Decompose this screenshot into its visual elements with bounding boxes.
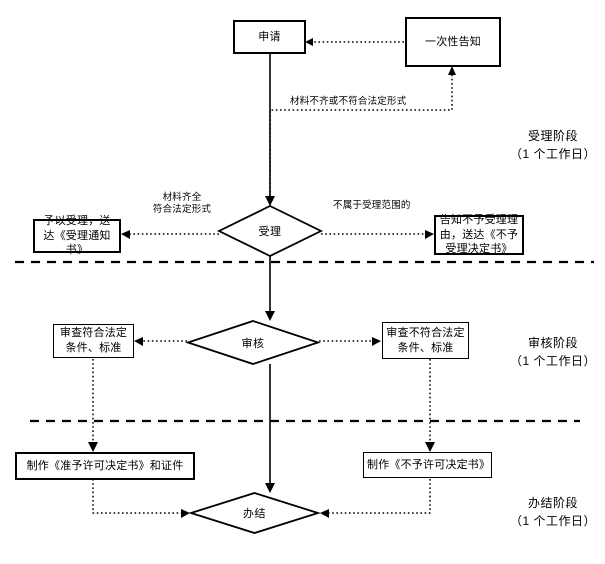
stage-review-duration: （1 个工作日） xyxy=(510,354,597,368)
arrowhead-accept-to-notice xyxy=(448,66,456,75)
node-make-permit-label: 制作《准予许可决定书》和证件 xyxy=(26,459,184,472)
arrowhead-accept-to-no xyxy=(425,230,434,239)
node-one-time-notice[interactable]: 一次性告知 xyxy=(405,17,501,67)
stage-finish-name: 办结阶段 xyxy=(528,496,579,510)
accept-diamond-shape xyxy=(216,204,324,258)
stage-caption-finish: 办结阶段 （1 个工作日） xyxy=(510,494,596,530)
node-one-time-notice-label: 一次性告知 xyxy=(425,35,481,48)
stage-review-name: 审核阶段 xyxy=(528,336,579,350)
stage-accept-duration: （1 个工作日） xyxy=(510,147,597,161)
node-make-reject-label: 制作《不予许可决定书》 xyxy=(367,458,491,471)
node-review-decision[interactable]: 审核 xyxy=(185,320,321,365)
node-accept-no[interactable]: 告知不予受理理由，送达《不予受理决定书》 xyxy=(434,213,524,256)
node-apply[interactable]: 申请 xyxy=(233,20,306,54)
edge-permit-to-finish xyxy=(92,479,183,514)
node-accept-yes[interactable]: 予以受理，送达《受理通知书》 xyxy=(33,215,121,256)
arrowhead-review-to-fail xyxy=(372,337,381,346)
stage-finish-duration: （1 个工作日） xyxy=(510,514,597,528)
stage-caption-review: 审核阶段 （1 个工作日） xyxy=(510,334,596,370)
edge-label-materials-complete: 材料齐全 符合法定形式 xyxy=(140,192,224,217)
node-make-permit[interactable]: 制作《准予许可决定书》和证件 xyxy=(15,452,195,480)
edge-reject-to-finish xyxy=(327,479,431,514)
node-review-fail-label: 审查不符合法定条件、标准 xyxy=(386,326,465,354)
arrowhead-fail-to-reject xyxy=(425,442,435,452)
arrowhead-permit-to-finish xyxy=(181,509,190,518)
edge-label-materials-incomplete: 材料不齐或不符合法定形式 xyxy=(290,96,407,107)
arrowhead-accept-to-yes xyxy=(121,230,130,239)
node-apply-label: 申请 xyxy=(258,30,281,43)
node-accept-yes-label: 予以受理，送达《受理通知书》 xyxy=(43,214,111,257)
stage-caption-accept: 受理阶段 （1 个工作日） xyxy=(510,127,596,163)
edge-label-out-of-scope: 不属于受理范围的 xyxy=(333,200,411,211)
finish-diamond-shape xyxy=(188,492,321,534)
node-accept-no-label: 告知不予受理理由，送达《不予受理决定书》 xyxy=(439,213,519,256)
node-review-pass-label: 审查符合法定条件、标准 xyxy=(59,327,128,354)
node-review-pass[interactable]: 审查符合法定条件、标准 xyxy=(53,324,134,358)
node-finish[interactable]: 办结 xyxy=(188,492,321,534)
stage-accept-name: 受理阶段 xyxy=(528,129,579,143)
node-review-fail[interactable]: 审查不符合法定条件、标准 xyxy=(382,322,469,359)
node-make-reject[interactable]: 制作《不予许可决定书》 xyxy=(363,452,492,478)
arrowhead-reject-to-finish xyxy=(320,509,329,518)
edge-accept-to-notice xyxy=(269,74,453,205)
edge-label-materials-complete-line2: 符合法定形式 xyxy=(152,204,212,216)
arrowhead-pass-to-permit xyxy=(88,442,98,452)
node-accept-decision[interactable]: 受理 xyxy=(216,204,324,258)
arrowhead-review-to-pass xyxy=(134,337,143,346)
edge-label-materials-complete-line1: 材料齐全 xyxy=(162,192,202,203)
review-diamond-shape xyxy=(185,320,321,365)
arrowhead-notice-to-apply xyxy=(305,38,313,46)
